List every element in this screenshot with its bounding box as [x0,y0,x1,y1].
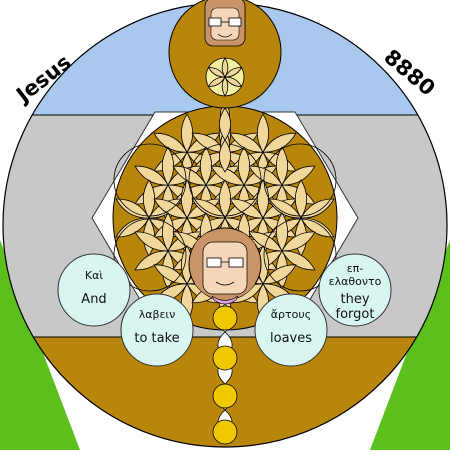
bubble-4-greek-line2: ελαθοντο [329,275,382,288]
bubble-1-english: And [81,292,106,307]
petal [281,250,316,271]
petal [281,231,316,252]
word-bubble-3: ἄρτους loaves [254,293,328,367]
word-bubble-1: Καὶ And [57,253,131,327]
petal [180,113,194,153]
petal [207,67,226,78]
flower-ring [113,218,187,292]
bubble-4-english-line1: they [340,292,369,307]
petal [267,198,302,219]
petal [134,231,169,252]
bubble-1-greek: Καὶ [85,269,103,282]
petal [153,264,188,285]
center-face-medallion [188,227,262,305]
petal [262,264,297,285]
petal [142,179,156,219]
petal [221,57,229,78]
petal [294,179,308,219]
top-small-flower [207,57,243,97]
petal [161,146,175,186]
petal [134,250,169,271]
petal [115,217,150,238]
top-face-medallion [168,0,282,109]
petal [275,146,289,186]
bubble-4-english-line2: forgot [336,307,375,322]
face-top [204,0,246,47]
petal [224,76,243,87]
petal [153,198,188,219]
petal [281,165,316,186]
gold-circle [212,383,238,409]
petal [134,165,169,186]
petal [218,179,232,219]
petal [237,146,251,186]
bottom-petal-chain [212,303,238,445]
bubble-3-english: loaves [270,331,312,346]
flower-ring [113,143,187,217]
petal [199,146,213,186]
petal [262,132,297,153]
flower-ring [263,143,337,217]
bubble-2-greek: λαβειν [139,308,176,321]
petal [256,179,270,219]
face-center [195,230,255,300]
petal [221,76,229,97]
petal [210,165,245,186]
gold-circle [212,345,238,371]
gold-circle [212,305,238,331]
petal [300,217,335,238]
petal [256,113,270,153]
bubble-3-greek: ἄρτους [271,308,311,321]
petal [191,198,226,219]
petal [248,231,283,252]
petal [191,132,226,153]
bubble-4-greek-line1: επ- [347,262,364,275]
bubble-2-english: to take [134,331,179,346]
petal [224,67,243,78]
gold-circle [212,419,238,445]
word-bubble-2: λαβειν to take [120,293,194,367]
petal [219,139,231,173]
petal [229,132,264,153]
petal [115,198,150,219]
petal [207,76,226,87]
flower-ring [263,218,337,292]
word-bubble-4: επ- ελαθοντο they forgot [318,253,392,327]
petal [248,165,283,186]
petal [180,179,194,219]
petal [300,198,335,219]
petal [153,132,188,153]
